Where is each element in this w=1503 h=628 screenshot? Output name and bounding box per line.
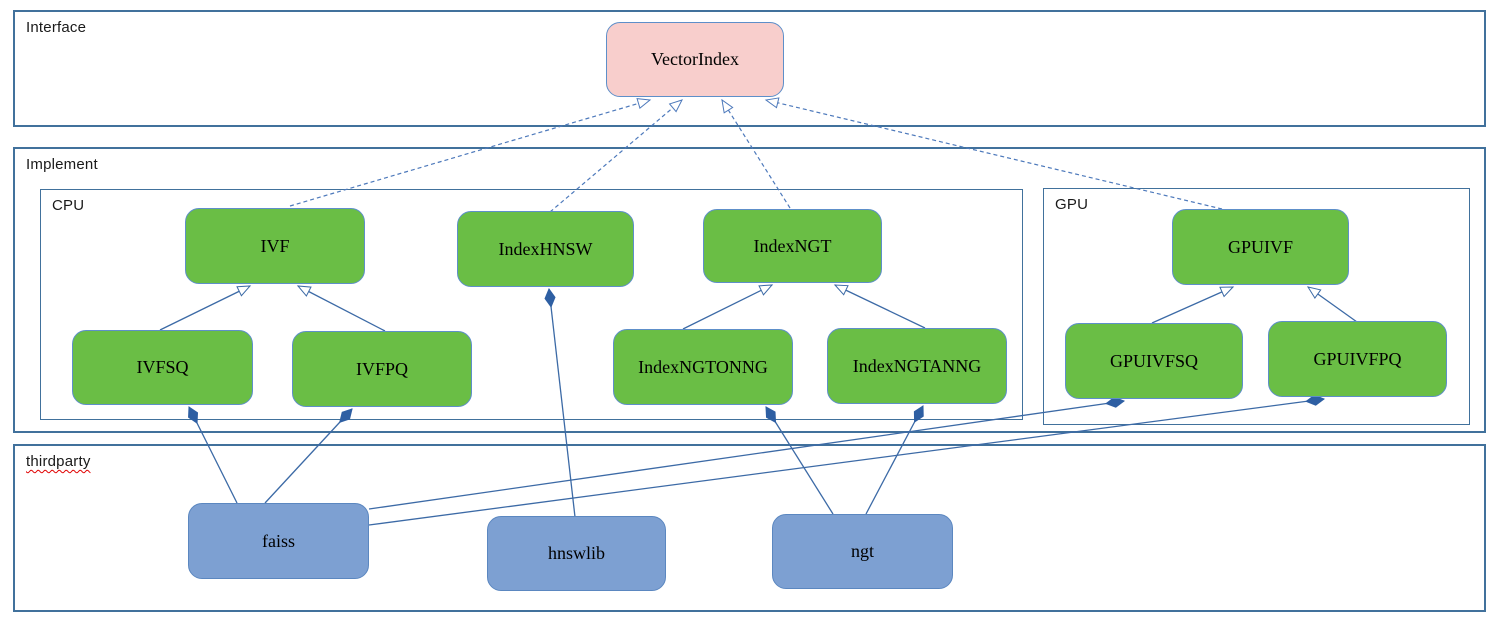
node-ngt: ngt [772, 514, 953, 589]
node-indexhnsw-label: IndexHNSW [498, 238, 593, 259]
node-gpuivf: GPUIVF [1172, 209, 1349, 285]
node-ivfsq: IVFSQ [72, 330, 253, 405]
container-gpu-label: GPU [1055, 196, 1089, 213]
node-indexngtanng: IndexNGTANNG [827, 328, 1007, 404]
node-vectorindex-label: VectorIndex [651, 49, 739, 69]
node-vectorindex: VectorIndex [606, 22, 784, 97]
node-ivfpq: IVFPQ [292, 331, 472, 407]
node-ivfpq-label: IVFPQ [355, 358, 408, 379]
container-cpu-label: CPU [52, 197, 85, 214]
container-thirdparty-label: thirdparty [26, 453, 91, 470]
node-indexngt: IndexNGT [703, 209, 882, 283]
node-gpuivf-label: GPUIVF [1227, 236, 1293, 257]
node-faiss: faiss [188, 503, 369, 579]
node-indexngt-label: IndexNGT [753, 235, 832, 256]
node-gpuivfsq: GPUIVFSQ [1065, 323, 1243, 399]
node-ngt-label: ngt [850, 541, 874, 561]
node-indexhnsw: IndexHNSW [457, 211, 634, 287]
node-indexngtanng-label: IndexNGTANNG [852, 355, 982, 376]
node-ivf-label: IVF [260, 235, 290, 256]
node-indexngtonng-label: IndexNGTONNG [638, 356, 768, 377]
node-indexngtonng: IndexNGTONNG [613, 329, 793, 405]
node-hnswlib: hnswlib [487, 516, 666, 591]
node-gpuivfpq: GPUIVFPQ [1268, 321, 1447, 397]
node-ivfsq-label: IVFSQ [136, 357, 189, 377]
node-faiss-label: faiss [262, 530, 295, 551]
node-ivf: IVF [185, 208, 365, 284]
container-interface-label: Interface [26, 19, 87, 36]
node-gpuivfsq-label: GPUIVFSQ [1109, 350, 1199, 371]
node-hnswlib-label: hnswlib [547, 543, 605, 563]
container-implement-label: Implement [26, 156, 98, 173]
node-gpuivfpq-label: GPUIVFPQ [1313, 348, 1402, 369]
